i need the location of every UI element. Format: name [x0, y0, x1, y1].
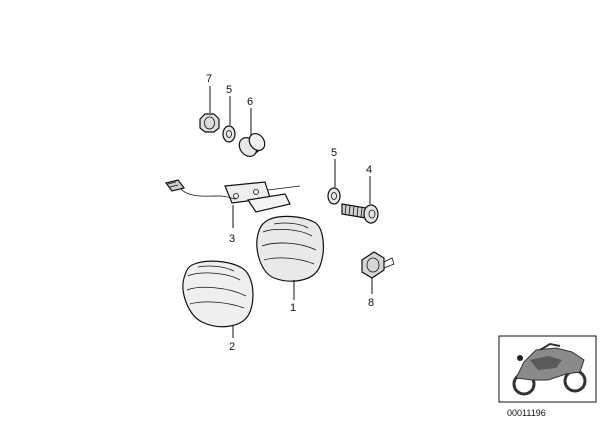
leader-lines [209, 86, 373, 338]
callout-4: 4 [366, 164, 372, 176]
diagram-code: 00011196 [507, 408, 546, 418]
part-6-sleeve [238, 133, 266, 157]
part-8-socket [361, 251, 395, 279]
part-5-washer-right [327, 187, 341, 205]
callout-8: 8 [368, 297, 374, 309]
callout-2: 2 [229, 341, 235, 353]
motorcycle-icon [512, 342, 587, 396]
callout-1: 1 [290, 302, 296, 314]
callout-5-right: 5 [331, 147, 337, 159]
callout-7: 7 [206, 73, 212, 85]
thumbnail-box [498, 335, 597, 403]
cable-connector [164, 179, 237, 200]
callout-5-upper: 5 [226, 84, 232, 96]
part-1-indicator-lamp [256, 215, 324, 282]
part-2-indicator-lens [182, 260, 254, 328]
callout-6: 6 [247, 96, 253, 108]
callout-3: 3 [229, 233, 235, 245]
part-5-washer-upper [222, 125, 236, 143]
part-4-screw [341, 203, 379, 224]
part-3-bracket [224, 181, 301, 213]
part-7-nut [199, 113, 220, 133]
